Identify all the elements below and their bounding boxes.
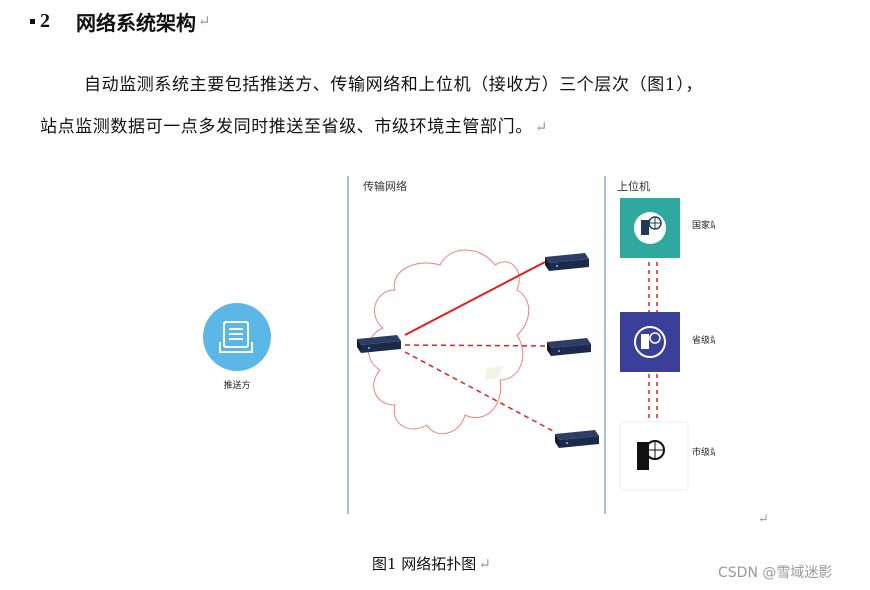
router-icon xyxy=(547,338,591,356)
paragraph-line-2: 站点监测数据可一点多发同时推送至省级、市级环境主管部门。↵ xyxy=(40,112,870,137)
host-section-label: 上位机 xyxy=(617,179,650,193)
station-national: 国家站 xyxy=(620,198,719,258)
paragraph-mark: ↵ xyxy=(758,512,769,527)
section-heading: 2 网络系统架构 ↵ xyxy=(30,6,211,36)
link-dashed xyxy=(404,351,556,433)
section-title: 网络系统架构 xyxy=(76,10,196,35)
server-globe-icon xyxy=(634,326,666,358)
paragraph-line-2-text: 站点监测数据可一点多发同时推送至省级、市级环境主管部门。 xyxy=(40,117,533,137)
sender-circle xyxy=(203,303,271,371)
router-icon xyxy=(555,430,599,448)
server-globe-icon xyxy=(634,212,666,244)
station-municipal-label: 市级站 xyxy=(692,446,715,458)
network-section-label: 传输网络 xyxy=(363,179,407,193)
paragraph-mark: ↵ xyxy=(534,118,548,136)
station-provincial-label: 省级站 xyxy=(692,334,715,346)
watermark: CSDN @雪域迷影 xyxy=(718,565,833,581)
figure-caption: 图1 网络拓扑图↵ xyxy=(372,553,491,574)
station-national-label: 国家站 xyxy=(692,219,715,231)
sender-node: 推送方 xyxy=(203,303,271,391)
network-cloud xyxy=(367,249,530,435)
router-icon xyxy=(545,253,589,271)
station-municipal: 市级站 xyxy=(619,421,719,491)
link-dashed xyxy=(404,344,548,347)
heading-bullet xyxy=(30,18,35,24)
paragraph-line-1: 自动监测系统主要包括推送方、传输网络和上位机（接收方）三个层次（图1）， xyxy=(84,70,870,95)
document-icon xyxy=(219,321,253,353)
topology-diagram: 传输网络 上位机 推送方 xyxy=(203,176,719,514)
figure-caption-text: 图1 网络拓扑图 xyxy=(372,555,477,573)
station-provincial-tile xyxy=(620,312,680,372)
server-globe-icon xyxy=(637,440,665,470)
station-municipal-tile xyxy=(619,421,689,491)
network-topology-figure: 传输网络 上位机 推送方 xyxy=(195,170,719,530)
paragraph-mark: ↵ xyxy=(198,12,211,30)
section-number: 2 xyxy=(40,9,50,32)
link-solid xyxy=(404,261,546,336)
station-provincial: 省级站 xyxy=(620,312,719,372)
cloud-fragment xyxy=(485,366,503,380)
paragraph-line-1-text: 自动监测系统主要包括推送方、传输网络和上位机（接收方）三个层次（图1）， xyxy=(84,75,703,95)
router-icon xyxy=(357,335,401,353)
sender-label: 推送方 xyxy=(223,379,250,391)
paragraph-mark: ↵ xyxy=(478,555,491,573)
